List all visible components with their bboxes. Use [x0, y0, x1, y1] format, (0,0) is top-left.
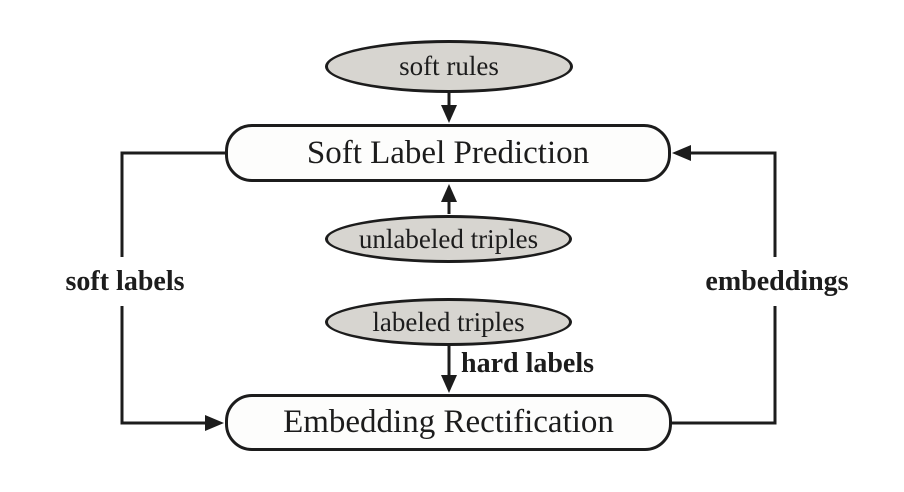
edge-label-embeddings: embeddings — [705, 266, 849, 297]
arrowhead-down-into-prediction — [441, 105, 457, 123]
edge-label-hard-labels: hard labels — [461, 348, 595, 379]
node-unlabeled-triples: unlabeled triples — [325, 215, 572, 263]
node-labeled-triples-label: labeled triples — [372, 306, 525, 337]
node-unlabeled-triples-label: unlabeled triples — [358, 223, 539, 254]
arrowhead-left-into-prediction — [672, 145, 691, 161]
edge-soft-labels-route — [120, 151, 225, 425]
node-soft-rules: soft rules — [325, 40, 573, 93]
node-labeled-triples: labeled triples — [325, 298, 572, 346]
node-soft-label-prediction: Soft Label Prediction — [225, 124, 671, 182]
arrowhead-right-into-rectification — [205, 415, 224, 431]
node-embedding-rectification-label: Embedding Rectification — [283, 404, 614, 440]
node-soft-rules-label: soft rules — [399, 51, 499, 81]
node-embedding-rectification: Embedding Rectification — [225, 394, 672, 451]
arrowhead-down-into-rectification — [441, 375, 457, 393]
arrowhead-up-into-prediction — [441, 184, 457, 202]
edge-embeddings-route — [672, 151, 777, 425]
edge-label-soft-labels: soft labels — [65, 266, 185, 297]
node-soft-label-prediction-label: Soft Label Prediction — [306, 134, 590, 171]
